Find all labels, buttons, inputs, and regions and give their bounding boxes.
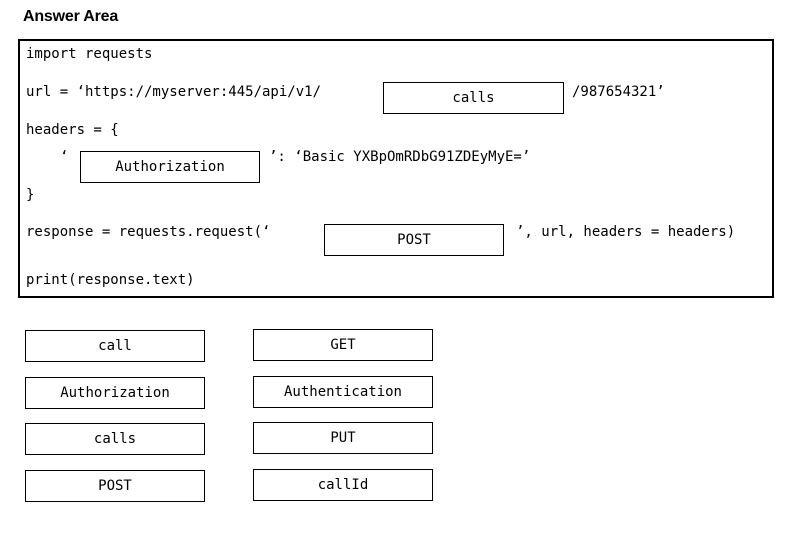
code-line-headers-open: headers = { xyxy=(26,122,119,138)
answer-area-title: Answer Area xyxy=(23,8,119,25)
drop-target-method[interactable]: POST xyxy=(324,224,504,256)
code-line-request-prefix: response = requests.request(‘ xyxy=(26,224,271,240)
option-post[interactable]: POST xyxy=(25,470,205,502)
option-calls[interactable]: calls xyxy=(25,423,205,455)
code-line-url-suffix: /987654321’ xyxy=(572,84,665,100)
code-line-url-prefix: url = ‘https://myserver:445/api/v1/ xyxy=(26,84,322,100)
option-call[interactable]: call xyxy=(25,330,205,362)
code-line-print: print(response.text) xyxy=(26,272,195,288)
option-put[interactable]: PUT xyxy=(253,422,433,454)
code-line-header-quote: ‘ xyxy=(60,149,69,165)
drop-target-header-key[interactable]: Authorization xyxy=(80,151,260,183)
option-get[interactable]: GET xyxy=(253,329,433,361)
code-line-request-suffix: ’, url, headers = headers) xyxy=(516,224,736,240)
drop-target-endpoint[interactable]: calls xyxy=(383,82,564,114)
option-authorization[interactable]: Authorization xyxy=(25,377,205,409)
option-authentication[interactable]: Authentication xyxy=(253,376,433,408)
code-line-headers-close: } xyxy=(26,187,35,203)
option-callid[interactable]: callId xyxy=(253,469,433,501)
code-line-import: import requests xyxy=(26,46,153,62)
code-line-header-value: ’: ‘Basic YXBpOmRDbG91ZDEyMyE=’ xyxy=(269,149,531,165)
